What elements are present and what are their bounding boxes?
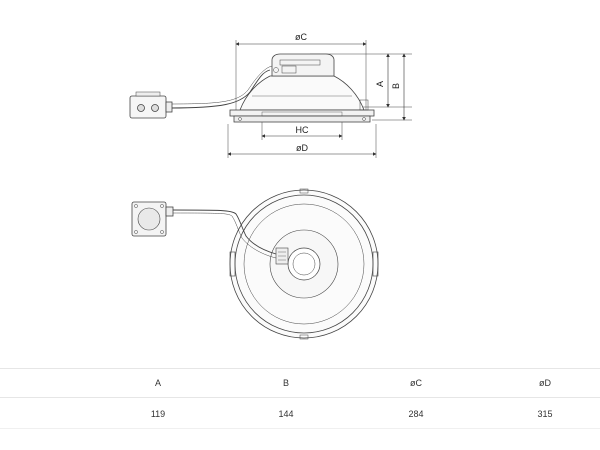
- label-dia-c: øC: [295, 32, 307, 42]
- table-header-row: A B øC øD: [0, 368, 600, 398]
- table-cell-dia-d: 315: [537, 409, 553, 419]
- table-header-b: B: [282, 378, 290, 388]
- table-row: 119 144 284 315: [0, 400, 600, 429]
- table-cell-dia-c: 284: [408, 409, 424, 419]
- side-view: [129, 40, 412, 158]
- table-cell-b: 144: [278, 409, 294, 419]
- side-view-dimensions: [227, 42, 406, 156]
- label-hc: HC: [296, 125, 309, 135]
- label-dia-d: øD: [296, 143, 308, 153]
- top-view: [131, 188, 379, 340]
- table-cell-a: 119: [150, 409, 166, 419]
- table-header-dia-c: øC: [410, 378, 422, 388]
- technical-drawing: øC HC øD A B: [129, 32, 412, 340]
- label-a: A: [375, 81, 385, 87]
- table-header-dia-d: øD: [539, 378, 551, 388]
- table-header-a: A: [154, 378, 162, 388]
- dimensions-table: A B øC øD 119 144 284 315: [0, 368, 600, 438]
- label-b: B: [391, 83, 401, 89]
